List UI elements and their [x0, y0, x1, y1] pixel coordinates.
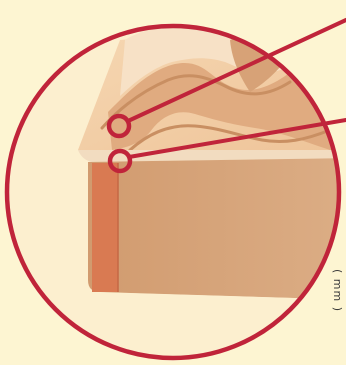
edge-partial-text: ( mm ): [332, 269, 344, 359]
block-side-face: [88, 158, 346, 300]
edge-partial-text-label: ( mm ): [332, 269, 344, 312]
block-edge-strip: [92, 163, 118, 292]
